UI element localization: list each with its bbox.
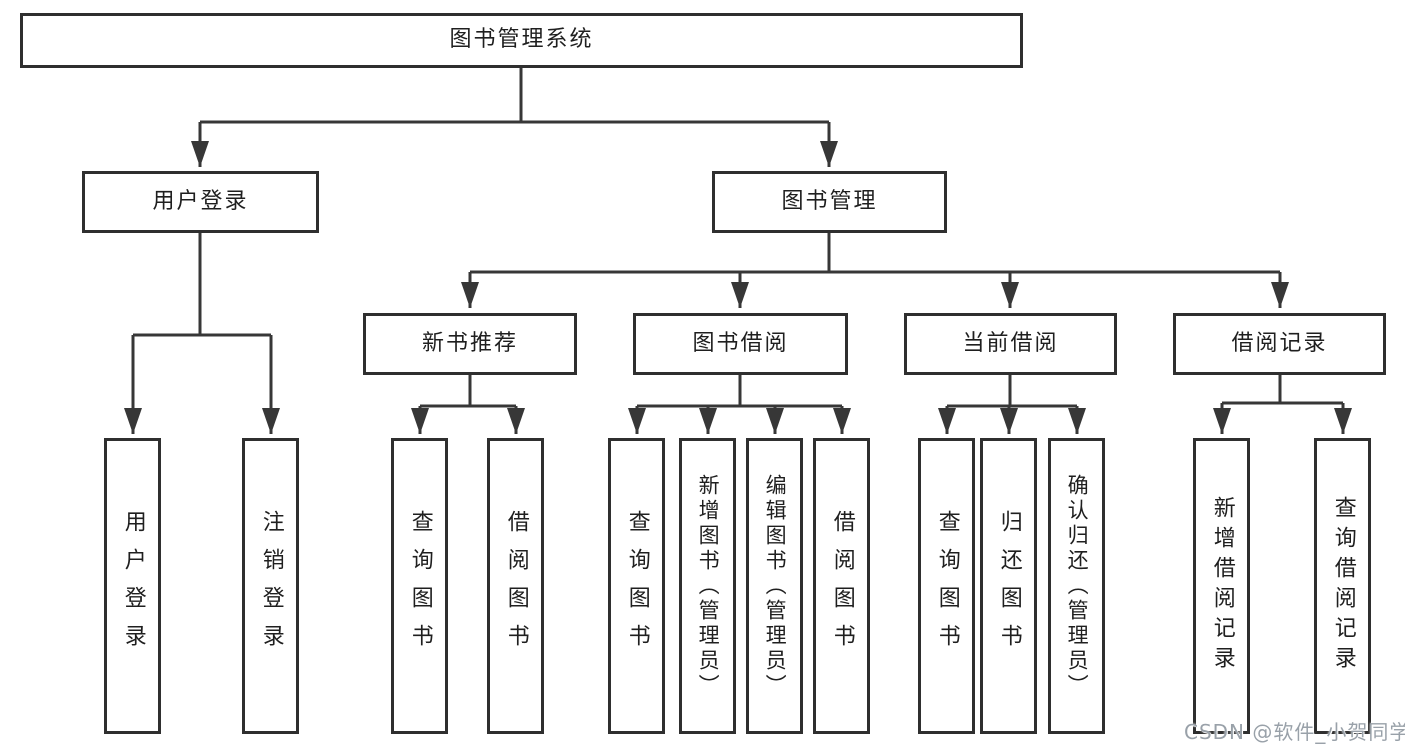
leaf-current-query-book: 查询图书 (918, 438, 975, 734)
tree-branch-lines (133, 68, 1343, 408)
node-system-root: 图书管理系统 (20, 13, 1023, 68)
leaf-borrow-add-book-admin: 新增图书（管理员） (679, 438, 736, 734)
node-user-login: 用户登录 (82, 171, 319, 233)
leaf-borrow-query-book: 查询图书 (608, 438, 665, 734)
leaf-records-query-record: 查询借阅记录 (1314, 438, 1371, 734)
leaf-borrow-edit-book-admin: 编辑图书（管理员） (746, 438, 803, 734)
leaf-user-login: 用户登录 (104, 438, 161, 734)
node-book-borrow: 图书借阅 (633, 313, 848, 375)
node-book-management: 图书管理 (712, 171, 947, 233)
leaf-logout: 注销登录 (242, 438, 299, 734)
leaf-records-add-record: 新增借阅记录 (1193, 438, 1250, 734)
leaf-current-confirm-return-admin: 确认归还（管理员） (1048, 438, 1105, 734)
leaf-borrow-borrow-book: 借阅图书 (813, 438, 870, 734)
csdn-watermark: CSDN @软件_小贺同学 (1184, 720, 1405, 744)
leaf-recommend-borrow-book: 借阅图书 (487, 438, 544, 734)
node-current-borrow: 当前借阅 (904, 313, 1117, 375)
node-borrow-records: 借阅记录 (1173, 313, 1386, 375)
leaf-recommend-query-book: 查询图书 (391, 438, 448, 734)
node-new-book-recommend: 新书推荐 (363, 313, 577, 375)
leaf-current-return-book: 归还图书 (980, 438, 1037, 734)
